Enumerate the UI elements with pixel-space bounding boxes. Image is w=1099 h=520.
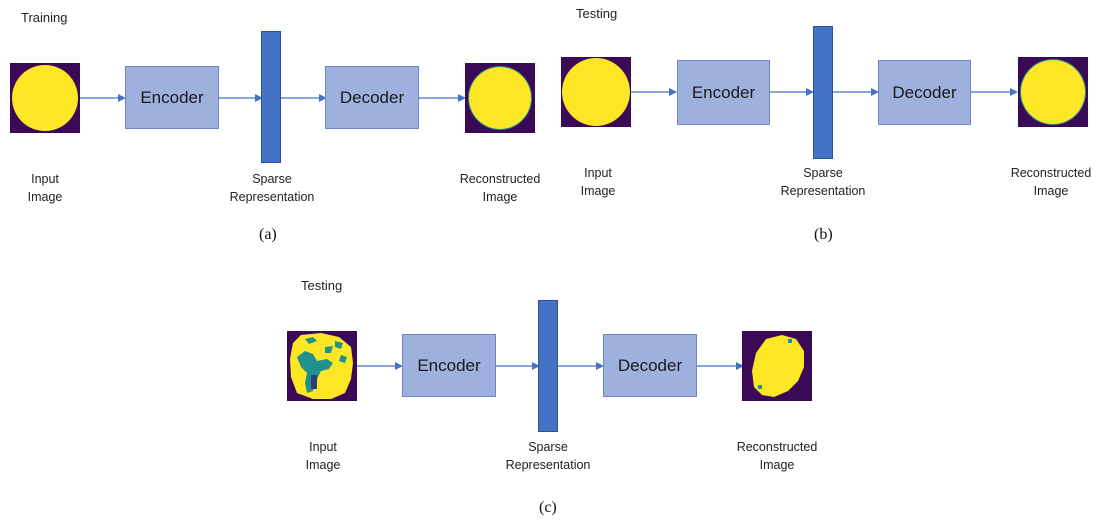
panel-b-arrow-1 (631, 88, 677, 96)
panel-b-arrow-3 (833, 88, 879, 96)
panel-b-input-label: Input Image (580, 166, 616, 198)
panel-b-decoder-box: Decoder (878, 60, 971, 125)
panel-a-reconstructed-image (465, 63, 535, 133)
panel-c-arrow-4 (697, 362, 744, 370)
panel-c-caption: (c) (539, 499, 557, 516)
panel-b-title: Testing (576, 6, 618, 21)
panel-a-sparse-bar (261, 31, 281, 163)
panel-a-arrow-2 (219, 94, 263, 102)
panel-a-input-label: Input Image (27, 172, 63, 204)
panel-c-sparse-label: Sparse Representation (505, 440, 591, 472)
panel-a-output-label: Reconstructed Image (459, 172, 541, 204)
panel-b-sparse-label: Sparse Representation (780, 166, 866, 198)
panel-c-decoder-box: Decoder (603, 334, 697, 397)
panel-b-sparse-bar (813, 26, 833, 159)
panel-c-arrow-1 (357, 362, 403, 370)
panel-b-decoder-label: Decoder (892, 82, 957, 102)
panel-a-input-image (10, 63, 80, 133)
panel-a-encoder-label: Encoder (140, 87, 204, 107)
panel-b-input-image (561, 57, 631, 127)
panel-b-output-label: Reconstructed Image (1010, 166, 1092, 198)
panel-b-reconstructed-image (1018, 57, 1088, 127)
panel-c-arrow-3 (558, 362, 604, 370)
panel-c-encoder-label: Encoder (417, 355, 481, 375)
panel-b-encoder-label: Encoder (691, 82, 756, 102)
panel-b-encoder-box: Encoder (677, 60, 770, 125)
panel-c-input-label: Input Image (305, 440, 341, 472)
panel-b-arrow-4 (971, 88, 1018, 96)
panel-a-decoder-label: Decoder (339, 87, 405, 107)
panel-a-sparse-label: Sparse Representation (229, 172, 315, 204)
panel-c-decoder-label: Decoder (617, 355, 683, 375)
panel-c-sparse-bar (538, 300, 558, 432)
panel-a-arrow-1 (80, 94, 126, 102)
panel-a-caption: (a) (259, 226, 277, 243)
panel-c-reconstructed-image (742, 331, 812, 401)
panel-b-arrow-2 (770, 88, 814, 96)
panel-c-output-label: Reconstructed Image (736, 440, 818, 472)
panel-c-arrow-2 (496, 362, 540, 370)
panel-a-decoder-box: Decoder (325, 66, 419, 129)
panel-b-caption: (b) (814, 226, 833, 243)
panel-c-encoder-box: Encoder (402, 334, 496, 397)
panel-c-title: Testing (301, 278, 343, 293)
panel-a-arrow-4 (419, 94, 466, 102)
panel-a-title: Training (21, 10, 68, 25)
panel-a-arrow-3 (281, 94, 327, 102)
panel-c-input-image (287, 331, 357, 401)
panel-a-encoder-box: Encoder (125, 66, 219, 129)
